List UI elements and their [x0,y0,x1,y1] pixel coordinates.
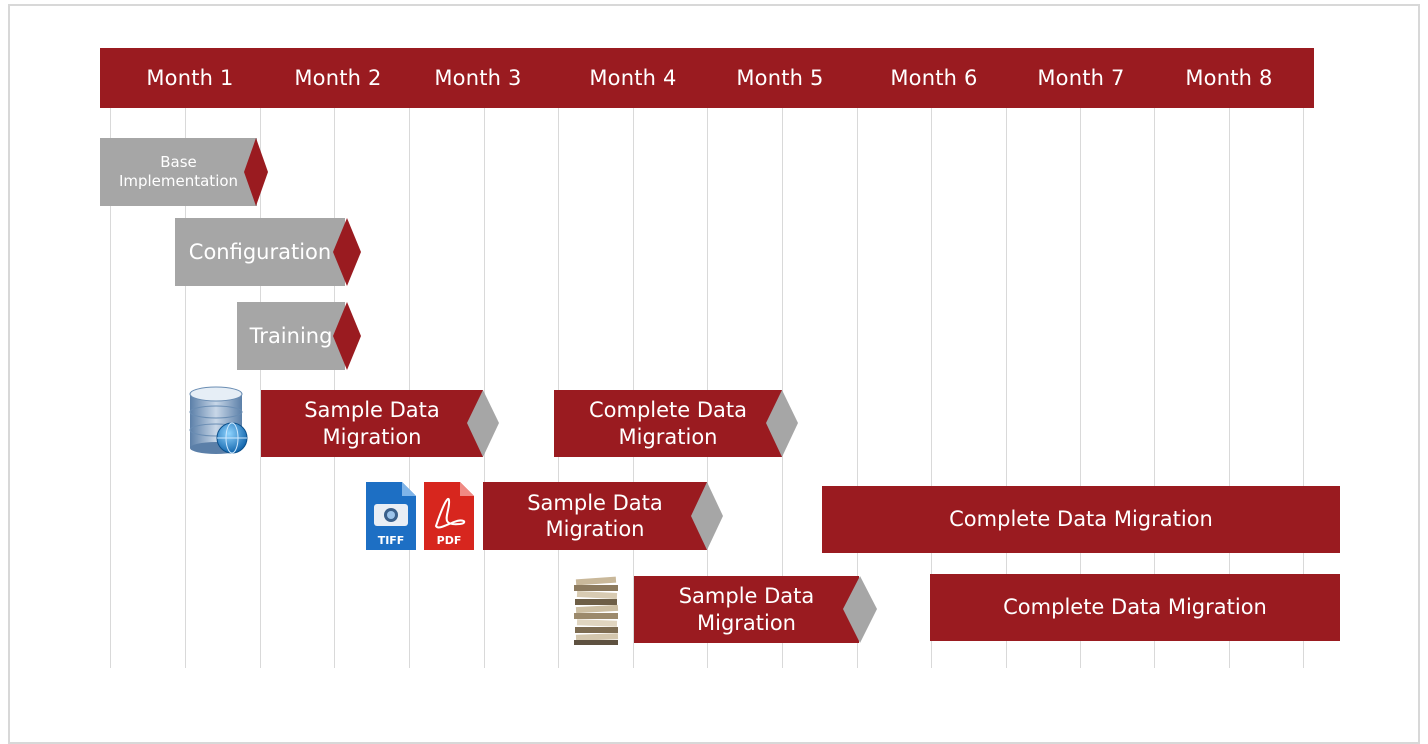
gridline [1006,108,1007,668]
gridline [931,108,932,668]
gridline [707,108,708,668]
month-6-label: Month 6 [890,66,978,90]
paper-sample-line2: Migration [696,610,796,635]
db-complete-line1: Complete Data [588,398,748,423]
month-3-label: Month 3 [434,66,522,90]
base-implementation-bar: Base Implementation [100,138,257,206]
month-7-label: Month 7 [1037,66,1125,90]
timeline-header: Month 1 Month 2 Month 3 Month 4 Month 5 … [100,48,1314,108]
configuration-diamond [333,218,361,286]
base-implementation-line2: Implementation [118,172,239,190]
gridline [1080,108,1081,668]
month-8-label: Month 8 [1185,66,1273,90]
configuration-bar: Configuration [175,218,345,286]
gridline [1229,108,1230,668]
training-bar: Training [237,302,345,370]
gridline [558,108,559,668]
training-diamond [333,302,361,370]
gridline [334,108,335,668]
paper-sample-diamond [843,576,877,643]
db-sample-migration-bar: Sample Data Migration [261,390,483,457]
gridline [782,108,783,668]
tiff-label: TIFF [378,534,405,547]
files-sample-line1: Sample Data [527,490,663,515]
training-label: Training [249,323,333,348]
files-complete-label: Complete Data Migration [949,507,1213,532]
pdf-label: PDF [437,534,462,547]
paper-sample-migration-bar: Sample Data Migration [634,576,859,643]
gridline [484,108,485,668]
configuration-label: Configuration [188,239,332,264]
paper-stack-icon [574,576,619,645]
base-implementation-diamond [244,138,268,206]
gridline [633,108,634,668]
db-complete-diamond [766,390,798,457]
files-sample-diamond [691,482,723,550]
month-2-label: Month 2 [294,66,382,90]
db-complete-migration-bar: Complete Data Migration [554,390,782,457]
pdf-file-icon: PDF [424,482,474,550]
month-5-label: Month 5 [736,66,824,90]
gridline [409,108,410,668]
files-sample-line2: Migration [545,517,645,541]
db-sample-line2: Migration [322,424,422,449]
tiff-file-icon: TIFF [366,482,416,550]
month-4-label: Month 4 [589,66,677,90]
files-complete-migration-bar: Complete Data Migration [822,486,1340,553]
paper-sample-line1: Sample Data [678,584,815,609]
gridline [260,108,261,668]
db-sample-line1: Sample Data [304,398,440,423]
gridline [185,108,186,668]
month-1-label: Month 1 [146,66,234,90]
db-complete-line2: Migration [618,424,718,449]
gridline [110,108,111,668]
gridline [857,108,858,668]
db-sample-diamond [467,390,499,457]
gridline [1303,108,1304,668]
database-globe-icon [189,386,248,454]
paper-complete-label: Complete Data Migration [1003,595,1267,620]
gridline [1154,108,1155,668]
paper-complete-migration-bar: Complete Data Migration [930,574,1340,641]
files-sample-migration-bar: Sample Data Migration [483,482,707,550]
base-implementation-line1: Base [160,153,197,172]
